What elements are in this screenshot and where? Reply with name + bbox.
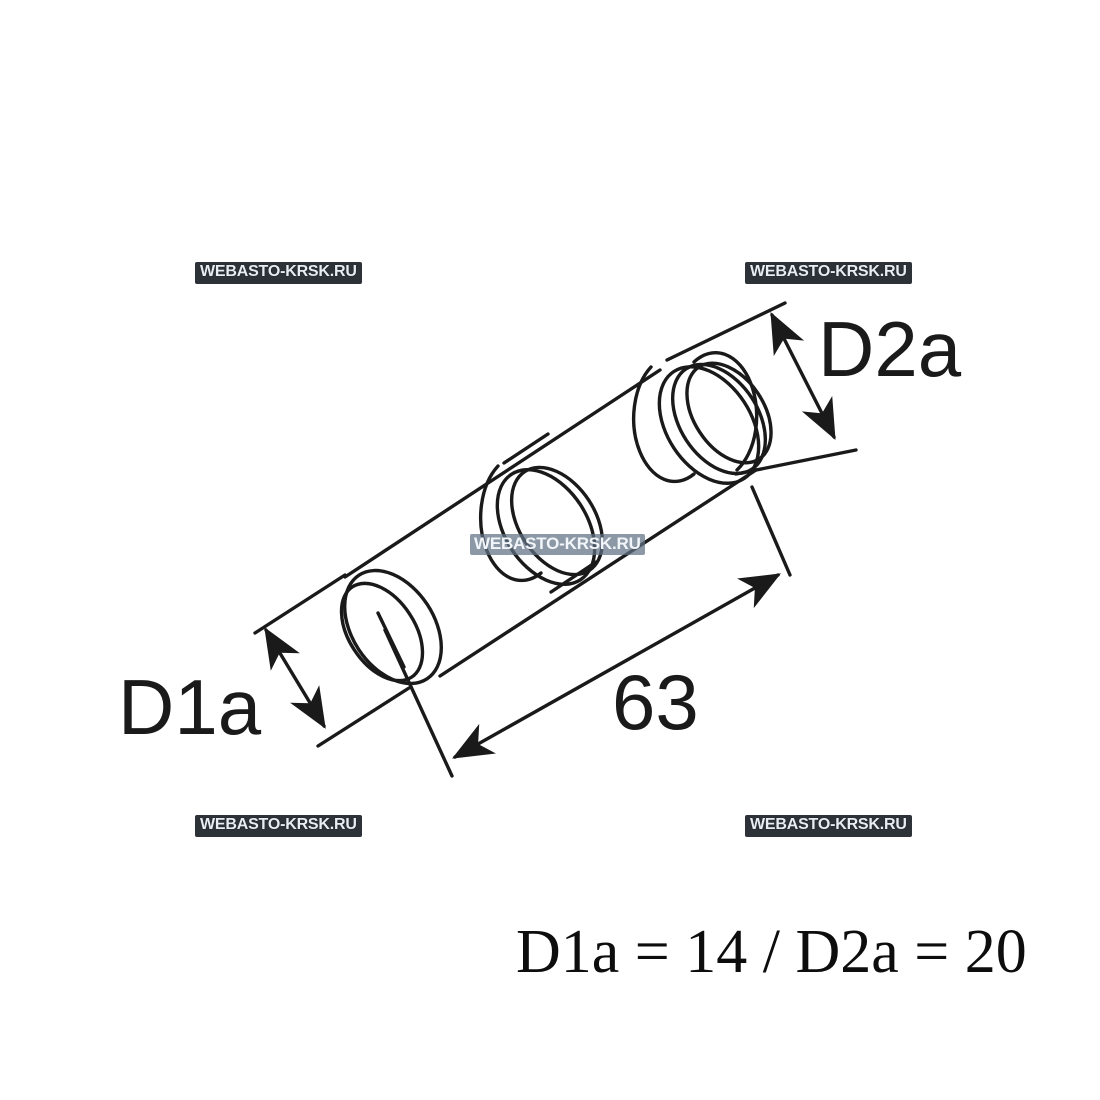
length-extension-left — [383, 628, 454, 778]
dimension-d2a-group — [665, 301, 858, 476]
right-flange-outer-ring — [657, 365, 761, 485]
dimension-d1a-group — [253, 573, 411, 748]
drawing-caption: D1a = 14 / D2a = 20 — [516, 918, 1027, 986]
watermark-top-left: WEBASTO-KRSK.RU — [195, 262, 362, 284]
right-end-cap-arc — [692, 351, 759, 472]
d1a-extension-upper — [253, 573, 347, 635]
cylinder-top-edge — [343, 368, 662, 579]
watermark-bottom-left: WEBASTO-KRSK.RU — [195, 815, 362, 837]
dimension-label-length: 63 — [612, 658, 699, 746]
cylinder-bottom-edge — [438, 468, 758, 678]
right-flange-back-arc — [631, 365, 696, 484]
length-extension-right — [750, 485, 792, 577]
left-end-outer-rim — [342, 568, 444, 686]
watermark-center: WEBASTO-KRSK.RU — [470, 534, 645, 555]
d2a-extension-upper — [665, 301, 787, 362]
middle-bead-top-link — [502, 432, 550, 465]
d2a-dimension-arrow — [770, 311, 836, 441]
dimension-label-d1a: D1a — [118, 663, 262, 751]
right-flange-inner-line — [685, 361, 773, 465]
d1a-dimension-arrow — [264, 627, 326, 729]
d2a-extension-lower — [734, 448, 858, 476]
dimension-length-group — [383, 485, 792, 778]
left-end-inner-bore — [339, 581, 425, 683]
middle-bead-front-ring — [495, 468, 597, 586]
length-dimension-arrow — [452, 573, 781, 759]
watermark-top-right: WEBASTO-KRSK.RU — [745, 262, 912, 284]
dimension-label-d2a: D2a — [818, 305, 962, 393]
d1a-extension-lower — [316, 686, 411, 748]
watermark-bottom-right: WEBASTO-KRSK.RU — [745, 815, 912, 837]
